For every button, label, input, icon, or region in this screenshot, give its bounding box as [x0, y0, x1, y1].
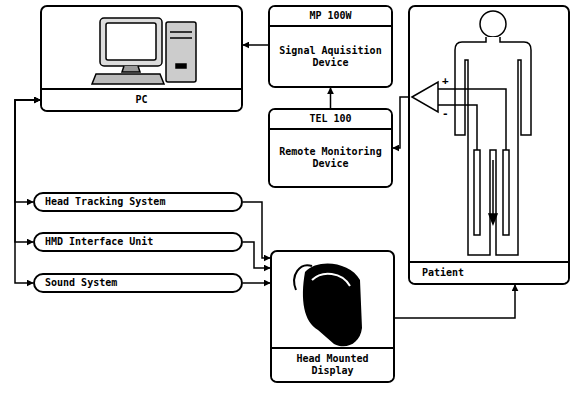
system-box: Head Tracking System [33, 192, 243, 212]
box-label: HMD Interface Unit [45, 236, 231, 248]
patient-box: Patient [408, 5, 570, 285]
connector [15, 100, 40, 242]
device-name: Signal Aquisition Device [270, 27, 391, 86]
hmd-illustration [294, 264, 362, 347]
polarity-sign: + [441, 75, 450, 86]
connector [243, 282, 270, 284]
connector [243, 242, 270, 268]
system-box: Sound System [33, 273, 243, 293]
box-label: Patient [410, 261, 568, 283]
computer-illustration [92, 18, 196, 84]
connector [15, 100, 40, 202]
box-label: Sound System [45, 277, 231, 289]
acquisition-box: MP 100WSignal Aquisition Device [268, 5, 393, 88]
monitoring-box: TEL 100Remote Monitoring Device [268, 108, 393, 188]
patient-figure [455, 11, 531, 255]
pc-box: PC [40, 5, 243, 112]
amplifier-symbol [412, 82, 509, 235]
box-label: Head Mounted Display [272, 347, 393, 381]
connector [330, 88, 332, 108]
box-label: PC [42, 88, 241, 110]
connector [243, 44, 268, 46]
device-model: MP 100W [270, 7, 391, 27]
connector [243, 202, 270, 258]
device-name: Remote Monitoring Device [270, 130, 391, 186]
connector [15, 100, 40, 283]
box-label: Head Tracking System [45, 196, 231, 208]
device-model: TEL 100 [270, 110, 391, 130]
display-box: Head Mounted Display [270, 250, 395, 383]
connector [393, 97, 408, 148]
connector [395, 285, 515, 318]
system-box: HMD Interface Unit [33, 232, 243, 252]
polarity-sign: - [441, 108, 450, 119]
